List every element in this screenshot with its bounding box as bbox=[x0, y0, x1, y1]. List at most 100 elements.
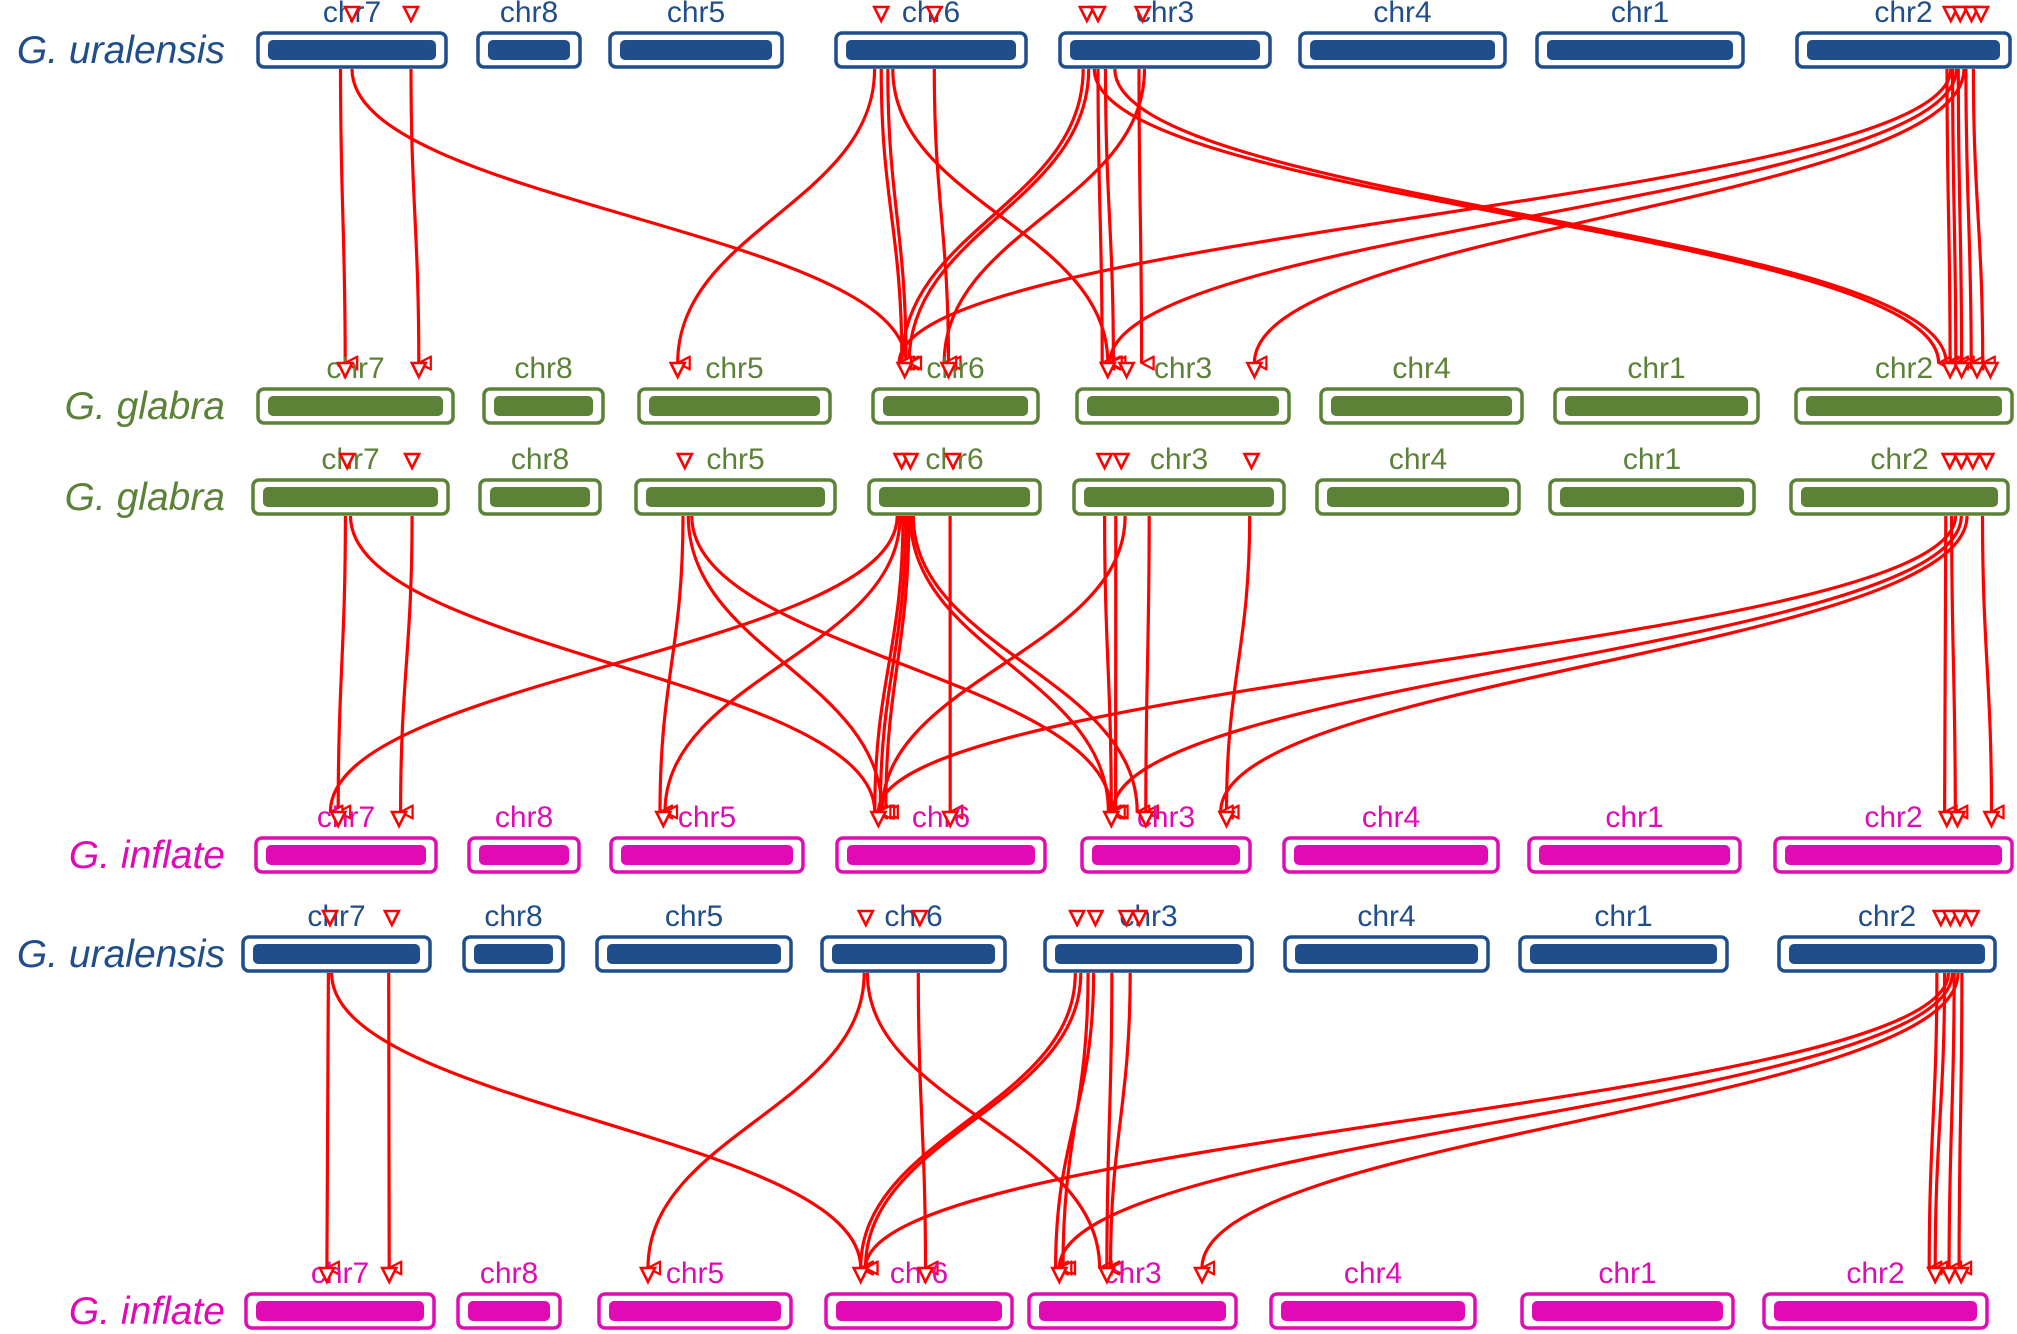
chromosome-chr7: chr7 bbox=[256, 0, 448, 69]
chromosome-chr6: chr6 bbox=[835, 801, 1047, 874]
chromosome-body bbox=[494, 396, 593, 416]
gene-marker-icon bbox=[943, 452, 963, 471]
chromosome-label: chr6 bbox=[912, 801, 970, 834]
synteny-link bbox=[1219, 515, 1969, 812]
gene-marker-icon bbox=[1136, 810, 1155, 829]
chromosome-body bbox=[1807, 40, 2000, 60]
gene-marker-icon bbox=[1950, 909, 1970, 928]
chromosome-chr4: chr4 bbox=[1282, 801, 1500, 874]
chromosome-chr5: chr5 bbox=[637, 352, 832, 425]
gene-marker-icon bbox=[1117, 361, 1136, 380]
chromosome-chr7: chr7 bbox=[244, 1257, 436, 1330]
chromosome-body bbox=[1801, 487, 1998, 507]
chromosome-chr3: chr3 bbox=[1027, 1257, 1238, 1330]
gene-marker-icon bbox=[654, 810, 673, 829]
synteny-link bbox=[336, 515, 345, 812]
gene-marker-icon bbox=[1088, 5, 1108, 24]
gene-marker-icon bbox=[320, 909, 340, 928]
link-panel bbox=[338, 68, 1983, 363]
chromosome-chr3: chr3 bbox=[1075, 352, 1291, 425]
gene-marker-icon bbox=[1967, 361, 1987, 380]
synteny-link bbox=[387, 972, 390, 1268]
chromosome-label: chr2 bbox=[1864, 801, 1922, 834]
chromosome-body bbox=[1539, 845, 1730, 865]
chromosome-chr1: chr1 bbox=[1553, 352, 1760, 425]
chromosome-chr8: chr8 bbox=[462, 900, 565, 973]
chromosome-body bbox=[883, 396, 1028, 416]
synteny-link bbox=[1103, 68, 1114, 363]
gene-marker-icon bbox=[1067, 909, 1087, 928]
synteny-link bbox=[330, 972, 861, 1268]
chromosome-body bbox=[1087, 396, 1279, 416]
chromosome-body bbox=[268, 40, 436, 60]
gene-marker-icon bbox=[1130, 909, 1149, 928]
chromosome-chr2: chr2 bbox=[1762, 1257, 1989, 1330]
chromosome-label: chr3 bbox=[1154, 352, 1212, 385]
chromosome-chr3: chr3 bbox=[1072, 443, 1286, 516]
chromosome-chr8: chr8 bbox=[482, 352, 605, 425]
gene-marker-icon bbox=[389, 810, 409, 829]
chromosome-label: chr8 bbox=[495, 801, 553, 834]
gene-marker-icon bbox=[856, 909, 875, 928]
synteny-link bbox=[338, 68, 346, 363]
chromosome-label: chr1 bbox=[1598, 1257, 1656, 1290]
gene-marker-icon bbox=[869, 810, 888, 829]
chromosome-body bbox=[268, 396, 443, 416]
chromosome-body bbox=[1806, 396, 2002, 416]
chromosome-label: chr5 bbox=[678, 801, 736, 834]
synteny-link bbox=[690, 515, 1112, 812]
chromosome-body bbox=[1532, 1301, 1723, 1321]
chromosome-chr5: chr5 bbox=[608, 0, 784, 69]
synteny-link bbox=[646, 972, 866, 1268]
chromosome-chr1: chr1 bbox=[1527, 801, 1742, 874]
chromosome-body bbox=[1789, 944, 1985, 964]
chromosome-label: chr5 bbox=[705, 352, 763, 385]
species-label: G. uralensis bbox=[17, 29, 225, 72]
chromosome-body bbox=[846, 40, 1016, 60]
chromosome-chr2: chr2 bbox=[1795, 0, 2012, 69]
gene-marker-icon bbox=[1112, 452, 1131, 471]
chromosome-body bbox=[1785, 845, 2002, 865]
synteny-link bbox=[1933, 972, 1944, 1268]
gene-marker-icon bbox=[1117, 909, 1136, 928]
gene-marker-icon bbox=[1952, 452, 1971, 471]
synteny-link bbox=[1103, 515, 1112, 812]
synteny-link bbox=[1927, 972, 1937, 1268]
synteny-link bbox=[859, 972, 1077, 1268]
chromosome-body bbox=[488, 40, 570, 60]
chromosome-chr1: chr1 bbox=[1548, 443, 1756, 516]
chromosome-chr4: chr4 bbox=[1269, 1257, 1477, 1330]
chromosome-label: chr4 bbox=[1373, 0, 1431, 29]
chromosome-body bbox=[474, 944, 553, 964]
chromosome-label: chr5 bbox=[666, 1257, 724, 1290]
chromosome-chr5: chr5 bbox=[634, 443, 837, 516]
synteny-link bbox=[878, 515, 908, 812]
gene-marker-icon bbox=[1050, 1266, 1069, 1285]
chromosome-chr3: chr3 bbox=[1080, 801, 1252, 874]
synteny-link bbox=[908, 515, 1108, 812]
gene-marker-icon bbox=[1948, 810, 1967, 829]
chromosome-body bbox=[1560, 487, 1744, 507]
gene-marker-icon bbox=[380, 1266, 399, 1285]
chromosome-label: chr2 bbox=[1870, 443, 1928, 476]
chromosome-body bbox=[620, 40, 772, 60]
chromosome-body bbox=[607, 944, 781, 964]
chromosome-label: chr2 bbox=[1858, 900, 1916, 933]
synteny-link bbox=[663, 515, 902, 812]
chromosome-chr7: chr7 bbox=[241, 900, 432, 973]
gene-marker-icon bbox=[872, 5, 891, 24]
chromosome-label: chr4 bbox=[1392, 352, 1450, 385]
chromosome-body bbox=[1547, 40, 1733, 60]
synteny-link bbox=[863, 972, 1083, 1268]
gene-marker-icon bbox=[941, 810, 960, 829]
gene-marker-icon bbox=[1951, 1266, 1971, 1285]
synteny-link bbox=[658, 515, 685, 812]
synteny-link bbox=[1105, 972, 1112, 1268]
gene-marker-icon bbox=[1077, 5, 1097, 24]
chromosome-body bbox=[1084, 487, 1274, 507]
chromosome-body bbox=[1281, 1301, 1465, 1321]
gene-marker-icon bbox=[342, 5, 362, 24]
gene-marker-icon bbox=[901, 452, 920, 471]
chromosome-chr8: chr8 bbox=[467, 801, 581, 874]
